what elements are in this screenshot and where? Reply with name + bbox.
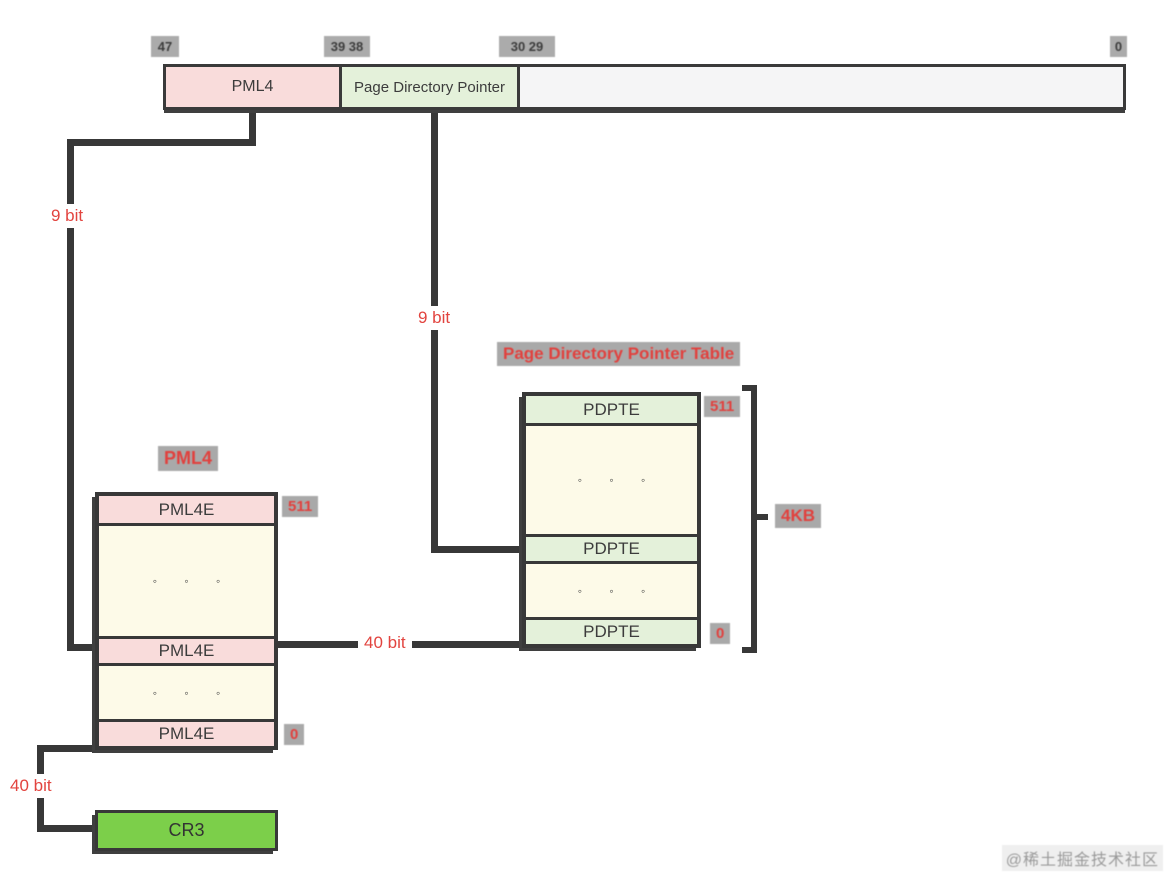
- pml4-index-511: 511: [282, 496, 319, 517]
- connector-pml4-vertical-long: [67, 139, 74, 651]
- ellipsis-dots: ◦ ◦ ◦: [577, 583, 658, 598]
- connector-pml4-vertical-top: [249, 110, 256, 146]
- cr3-label: CR3: [168, 820, 205, 840]
- pml4-entry-middle: PML4E: [99, 636, 274, 663]
- pdpt-entry-511-label: PDPTE: [583, 399, 640, 419]
- connector-pml4-horizontal-top: [67, 139, 256, 146]
- watermark: @稀土掘金技术社区: [1001, 845, 1163, 871]
- pdpt-entry-0: PDPTE: [526, 617, 697, 644]
- address-field-pml4: PML4: [166, 67, 342, 107]
- address-field-remaining-bits: [520, 67, 1123, 107]
- pml4-entry-0: PML4E: [99, 719, 274, 746]
- size-bracket-middle-tick: [751, 514, 768, 520]
- pml4-ellipsis-1: ◦ ◦ ◦: [99, 523, 274, 636]
- pdpt-index-511: 511: [704, 396, 741, 417]
- connector-cr3-horizontal-top: [37, 745, 95, 752]
- label-9bit-pml4: 9 bit: [45, 204, 90, 228]
- address-field-page-directory-pointer: Page Directory Pointer: [342, 67, 520, 107]
- bit-label-0: 0: [1110, 36, 1127, 57]
- bit-label-47: 47: [151, 36, 179, 57]
- pdpt-size-label: 4KB: [775, 504, 822, 528]
- pdpt-ellipsis-2: ◦ ◦ ◦: [526, 561, 697, 617]
- pml4-ellipsis-2: ◦ ◦ ◦: [99, 663, 274, 719]
- size-bracket-bottom-tick: [742, 647, 757, 653]
- pdpt-table: PDPTE ◦ ◦ ◦ PDPTE ◦ ◦ ◦ PDPTE: [522, 392, 701, 648]
- bit-label-39-38: 39 38: [324, 36, 370, 57]
- pdpt-index-0: 0: [710, 623, 731, 644]
- connector-pdp-vertical: [431, 110, 438, 553]
- size-bracket-top-tick: [742, 385, 757, 391]
- pdpt-entry-middle: PDPTE: [526, 534, 697, 561]
- connector-pml4-into-table: [67, 644, 95, 651]
- connector-cr3-horizontal-bottom: [37, 825, 95, 832]
- connector-pdp-into-table: [431, 546, 522, 553]
- pml4-entry-511: PML4E: [99, 496, 274, 523]
- pml4-entry-middle-label: PML4E: [158, 641, 215, 660]
- pdpt-ellipsis-1: ◦ ◦ ◦: [526, 423, 697, 534]
- pml4-index-0: 0: [284, 724, 305, 745]
- cr3-box: CR3: [95, 810, 278, 851]
- ellipsis-dots: ◦ ◦ ◦: [152, 574, 233, 588]
- address-field-pdp-label: Page Directory Pointer: [354, 78, 505, 96]
- pdpt-entry-0-label: PDPTE: [583, 622, 640, 641]
- ellipsis-dots: ◦ ◦ ◦: [577, 473, 658, 487]
- label-40bit-cr3: 40 bit: [4, 774, 58, 798]
- pdpt-entry-middle-label: PDPTE: [583, 539, 640, 558]
- linear-address-bar: PML4 Page Directory Pointer: [163, 64, 1126, 110]
- pml4-table-title: PML4: [158, 446, 219, 471]
- pml4-entry-511-label: PML4E: [158, 499, 215, 519]
- pdpt-table-title: Page Directory Pointer Table: [497, 342, 741, 366]
- pml4-entry-0-label: PML4E: [158, 724, 215, 743]
- label-9bit-pdp: 9 bit: [412, 306, 457, 330]
- pdpt-entry-511: PDPTE: [526, 396, 697, 423]
- label-40bit-pml4e-to-pdpt: 40 bit: [358, 631, 412, 655]
- address-field-pml4-label: PML4: [231, 78, 274, 95]
- bit-label-30-29: 30 29: [499, 36, 555, 57]
- pml4-table: PML4E ◦ ◦ ◦ PML4E ◦ ◦ ◦ PML4E: [95, 492, 278, 750]
- ellipsis-dots: ◦ ◦ ◦: [152, 685, 233, 700]
